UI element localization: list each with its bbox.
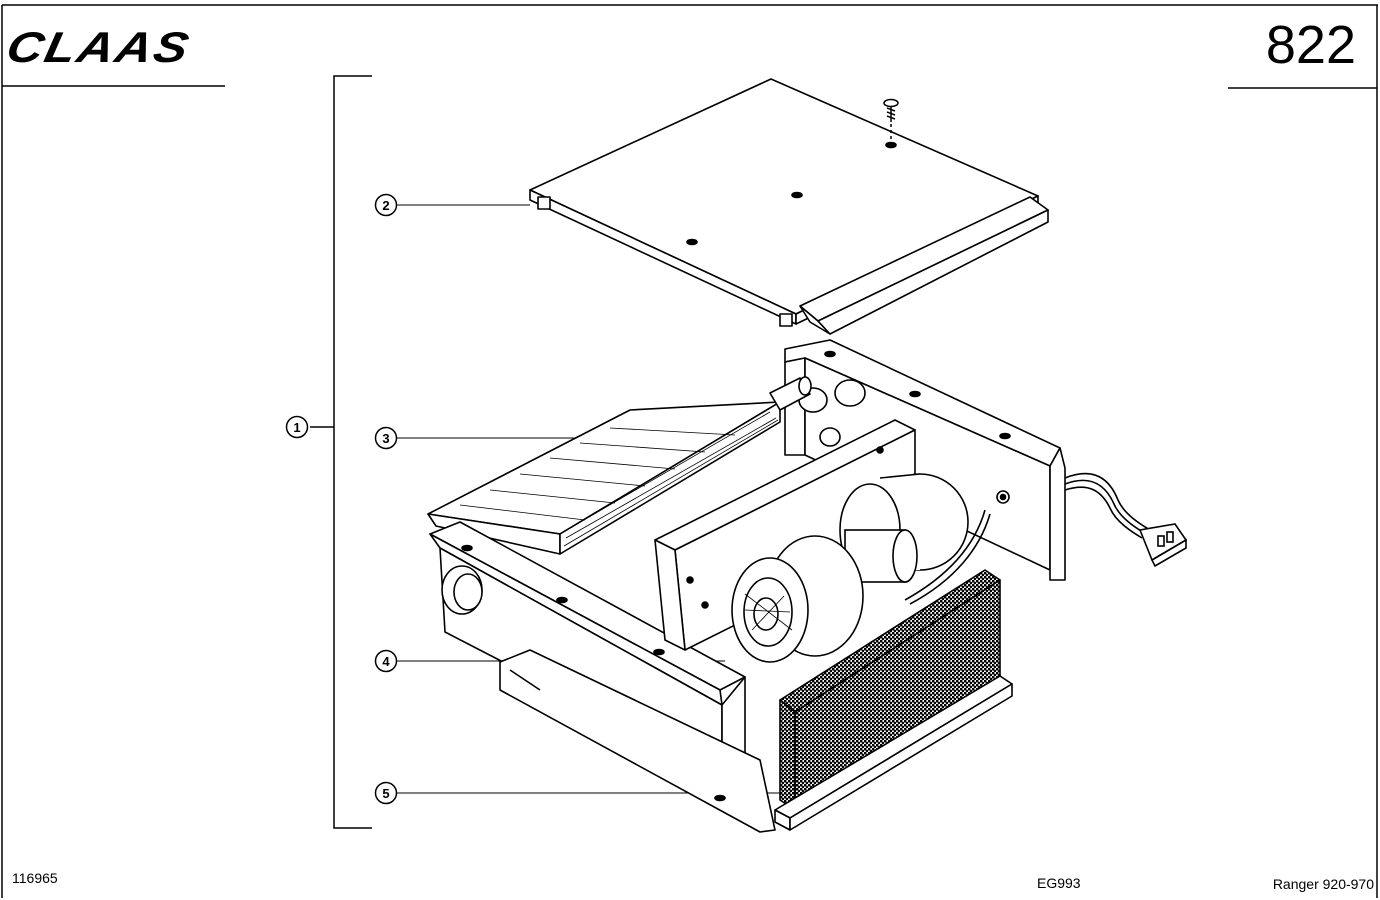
assembly-bracket: [310, 75, 372, 829]
callout-2: 2: [374, 193, 398, 217]
callout-5: 5: [374, 781, 398, 805]
air-filter: [774, 569, 1013, 831]
part-id: 116965: [12, 870, 58, 886]
blower-motor: [731, 473, 969, 663]
wiring-harness: [904, 472, 1151, 605]
callout-1-label: 1: [293, 420, 300, 435]
model-name: Ranger 920-970: [1272, 876, 1374, 892]
cover-plate: [529, 78, 1049, 335]
callout-3: 3: [374, 426, 398, 450]
callout-4: 4: [374, 649, 398, 673]
callout-1: 1: [285, 415, 309, 439]
heat-exchanger-core: [427, 376, 812, 555]
housing-floor: [499, 649, 776, 833]
electrical-connector: [1138, 523, 1188, 568]
callout-2-label: 2: [382, 198, 389, 213]
callout-4-label: 4: [382, 654, 390, 669]
page-number: 822: [1265, 15, 1356, 75]
cover-screw: [883, 98, 899, 140]
drawing-code: EG993: [1037, 875, 1081, 891]
callout-5-label: 5: [382, 786, 389, 801]
callout-3-label: 3: [382, 431, 389, 446]
